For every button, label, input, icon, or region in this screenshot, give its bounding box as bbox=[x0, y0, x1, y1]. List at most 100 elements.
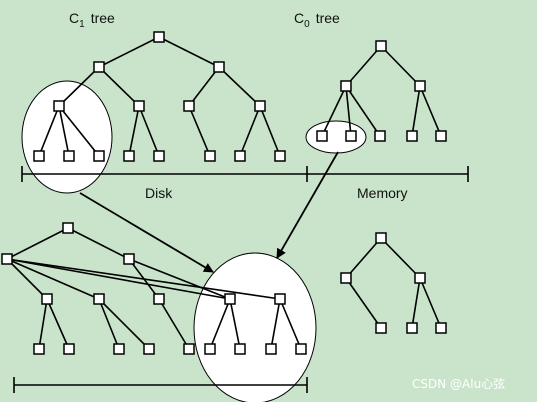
tree-edge bbox=[128, 258, 231, 300]
tree-node bbox=[62, 222, 74, 234]
tree-nodes bbox=[1, 31, 447, 355]
tree-edge bbox=[188, 66, 220, 107]
tree-node bbox=[204, 150, 216, 162]
tree-edge bbox=[58, 105, 100, 157]
disk-label: Disk bbox=[145, 185, 173, 201]
tree-node bbox=[254, 100, 266, 112]
tree-edge bbox=[188, 105, 211, 157]
tree-edge bbox=[279, 298, 302, 350]
tree-node bbox=[213, 61, 225, 73]
tree-edge bbox=[345, 277, 382, 329]
tree-node bbox=[274, 150, 286, 162]
tree-edge bbox=[6, 258, 100, 300]
tree-node bbox=[33, 343, 45, 355]
tree-node bbox=[63, 343, 75, 355]
tree-node bbox=[265, 343, 277, 355]
tree-node bbox=[153, 31, 165, 43]
c1-subtree-highlight-ellipse bbox=[21, 80, 113, 194]
tree-edge bbox=[321, 85, 347, 137]
disk-memory-ruler-top bbox=[21, 166, 469, 182]
tree-node bbox=[345, 130, 357, 142]
tree-edge bbox=[380, 45, 421, 87]
tree-edge bbox=[128, 105, 140, 157]
tree-edge bbox=[419, 277, 442, 329]
tree-edge bbox=[345, 237, 382, 279]
tree-edge bbox=[345, 85, 352, 137]
tree-edge bbox=[58, 105, 70, 157]
tree-node bbox=[224, 293, 236, 305]
tree-node bbox=[33, 150, 45, 162]
tree-edge bbox=[158, 298, 190, 350]
tree-node bbox=[63, 150, 75, 162]
tree-edge bbox=[38, 105, 60, 157]
tree-node bbox=[375, 232, 387, 244]
tree-edge bbox=[6, 227, 69, 260]
arrow-c1-to-merged bbox=[79, 192, 214, 273]
tree-node bbox=[316, 130, 328, 142]
tree-node bbox=[93, 150, 105, 162]
tree-node bbox=[153, 150, 165, 162]
tree-edge bbox=[411, 277, 421, 329]
tree-node bbox=[374, 130, 386, 142]
tree-edge bbox=[6, 258, 48, 300]
tree-edge bbox=[270, 298, 281, 350]
tree-node bbox=[375, 322, 387, 334]
tree-edge bbox=[138, 105, 160, 157]
tree-node bbox=[234, 150, 246, 162]
tree-edge bbox=[98, 298, 120, 350]
tree-node bbox=[234, 343, 246, 355]
tree-edge bbox=[419, 85, 442, 137]
tree-edge bbox=[38, 298, 48, 350]
tree-edge bbox=[239, 105, 261, 157]
tree-node bbox=[406, 322, 418, 334]
tree-node bbox=[340, 272, 352, 284]
tree-edge bbox=[345, 45, 382, 87]
tree-node bbox=[340, 80, 352, 92]
tree-node bbox=[414, 272, 426, 284]
tree-node bbox=[295, 343, 307, 355]
tree-node bbox=[123, 150, 135, 162]
tree-node bbox=[133, 100, 145, 112]
tree-node bbox=[274, 293, 286, 305]
tree-edge bbox=[259, 105, 281, 157]
tree-edge bbox=[345, 85, 381, 137]
tree-node bbox=[1, 253, 13, 265]
tree-node bbox=[53, 100, 65, 112]
tree-node bbox=[143, 343, 155, 355]
tree-node bbox=[41, 293, 53, 305]
c0-leaves-highlight-ellipse bbox=[305, 120, 367, 154]
tree-node bbox=[375, 40, 387, 52]
tree-edge bbox=[229, 298, 241, 350]
tree-node bbox=[435, 322, 447, 334]
memory-label: Memory bbox=[357, 185, 408, 201]
tree-node bbox=[204, 343, 216, 355]
tree-node bbox=[183, 100, 195, 112]
tree-node bbox=[93, 293, 105, 305]
tree-node bbox=[113, 343, 125, 355]
tree-edge bbox=[380, 237, 421, 279]
tree-edge bbox=[98, 66, 140, 107]
tree-node bbox=[414, 80, 426, 92]
tree-edge bbox=[6, 258, 281, 300]
tree-edge bbox=[98, 36, 160, 68]
tree-edge bbox=[209, 298, 231, 350]
disk-ruler-bottom bbox=[13, 377, 308, 393]
tree-node bbox=[183, 343, 195, 355]
tree-edge bbox=[158, 36, 220, 68]
tree-node bbox=[123, 253, 135, 265]
merged-subtree-highlight-ellipse bbox=[193, 252, 317, 402]
tree-edges bbox=[6, 36, 442, 350]
tree-node bbox=[435, 130, 447, 142]
arrow-c0-to-merged bbox=[276, 151, 339, 259]
tree-node bbox=[406, 130, 418, 142]
tree-edge bbox=[411, 85, 421, 137]
tree-edge bbox=[46, 298, 70, 350]
tree-node bbox=[93, 61, 105, 73]
tree-edge bbox=[6, 258, 231, 300]
watermark-text: CSDN @Alu心弦 bbox=[412, 376, 505, 391]
tree-edge bbox=[58, 66, 100, 107]
